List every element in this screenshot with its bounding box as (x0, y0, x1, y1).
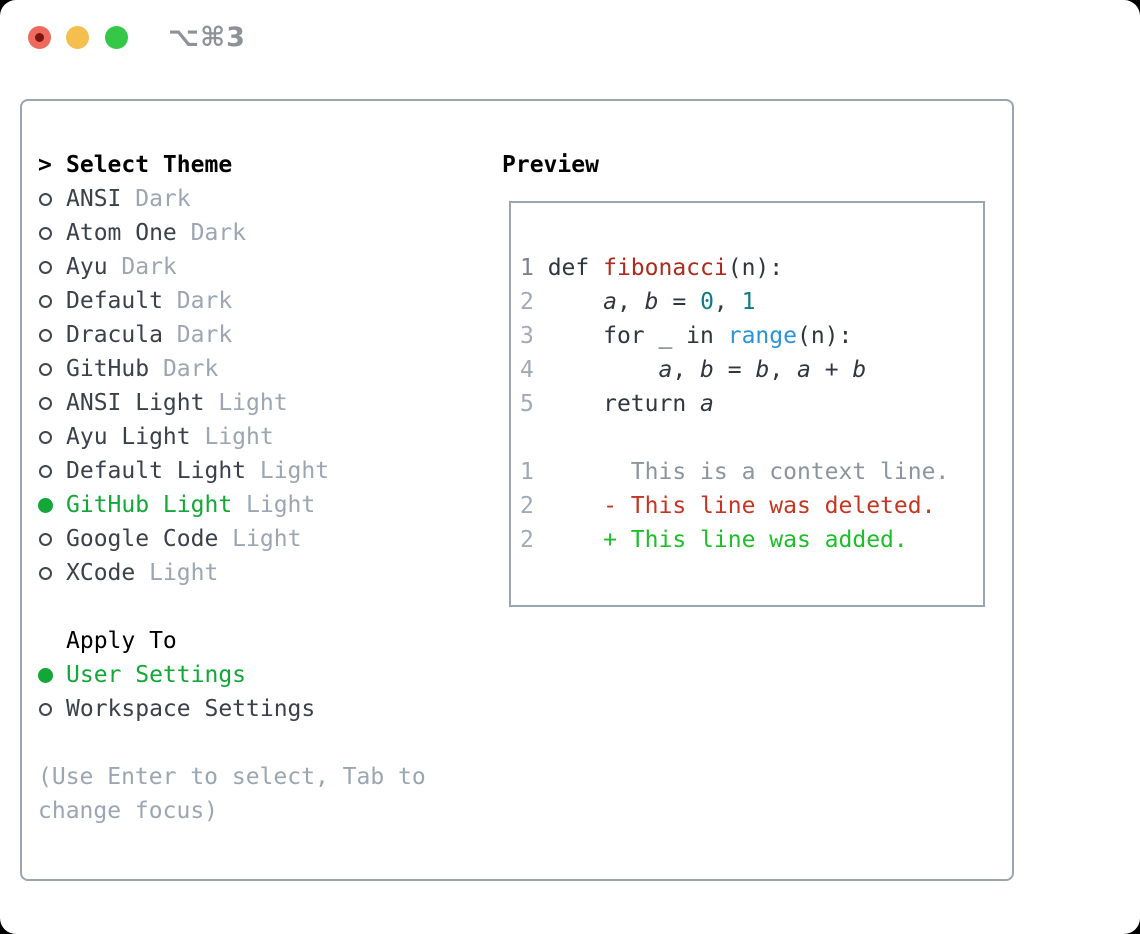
preview-code-line: 2 - This line was deleted. (520, 493, 936, 519)
theme-option[interactable]: Atom One Dark (38, 216, 488, 250)
spacer (38, 726, 488, 760)
theme-option[interactable]: Default Light Light (38, 454, 488, 488)
apply-to-option[interactable]: User Settings (38, 658, 488, 692)
apply-to-option[interactable]: Workspace Settings (38, 692, 488, 726)
theme-list-title: Select Theme (66, 152, 233, 178)
spacer (38, 590, 488, 624)
theme-option[interactable]: ANSI Light Light (38, 386, 488, 420)
apply-to-title: Apply To (66, 628, 177, 654)
window-titlebar: ⌥⌘3 (0, 0, 1140, 76)
selection-cursor-icon: > (38, 152, 52, 178)
option-label: GitHub Light (66, 492, 233, 518)
radio-unselected-icon (39, 192, 52, 206)
option-variant-label: Light (190, 424, 274, 450)
radio-unselected-icon (39, 464, 52, 478)
radio-unselected-icon (39, 702, 52, 716)
theme-list: > Select Theme ANSI Dark Atom One Dark Ay… (38, 148, 488, 828)
theme-picker-panel: > Select Theme ANSI Dark Atom One Dark Ay… (20, 99, 1014, 881)
preview-code-line: 4 a, b = b, a + b (520, 357, 867, 383)
option-variant-label: Light (246, 458, 330, 484)
option-variant-label: Dark (107, 254, 177, 280)
option-variant-label: Dark (176, 220, 247, 246)
option-label: Ayu (66, 254, 108, 280)
theme-list-header-row: > Select Theme (38, 148, 488, 182)
theme-option[interactable]: Dracula Dark (38, 318, 488, 352)
preview-code-line: 5 return a (520, 391, 714, 417)
unsaved-dot-icon (35, 33, 44, 42)
option-label: Google Code (66, 526, 219, 552)
radio-unselected-icon (39, 260, 52, 274)
option-variant-label: Light (135, 560, 219, 586)
radio-unselected-icon (39, 566, 52, 580)
radio-selected-icon (38, 667, 53, 683)
option-variant-label: Light (232, 492, 316, 518)
radio-unselected-icon (39, 328, 52, 342)
maximize-button[interactable] (105, 26, 128, 49)
theme-option-list: ANSI Dark Atom One Dark Ayu Dark Default… (38, 182, 488, 590)
option-label: Default (66, 288, 163, 314)
option-label: Atom One (66, 220, 177, 246)
option-label: Dracula (66, 322, 163, 348)
option-variant-label: Dark (162, 322, 233, 348)
apply-to-option-list: User Settings Workspace Settings (38, 658, 488, 726)
radio-unselected-icon (39, 294, 52, 308)
minimize-button[interactable] (66, 26, 89, 49)
theme-option[interactable]: Ayu Dark (38, 250, 488, 284)
preview-code-line: 3 for _ in range(n): (520, 323, 853, 349)
option-label: ANSI Light (66, 390, 205, 416)
option-label: Default Light (66, 458, 247, 484)
apply-to-header-row: Apply To (38, 624, 488, 658)
theme-option[interactable]: XCode Light (38, 556, 488, 590)
preview-box: 1 def fibonacci(n): 2 a, b = 0, 1 3 for _ … (509, 201, 985, 607)
option-label: Workspace Settings (66, 696, 316, 722)
radio-unselected-icon (39, 226, 52, 240)
theme-option[interactable]: Google Code Light (38, 522, 488, 556)
theme-option[interactable]: ANSI Dark (38, 182, 488, 216)
radio-selected-icon (38, 497, 53, 513)
preview-code: 1 def fibonacci(n): 2 a, b = 0, 1 3 for _ … (520, 251, 949, 557)
radio-unselected-icon (39, 396, 52, 410)
preview-code-line: 2 + This line was added. (520, 527, 908, 553)
theme-option[interactable]: Default Dark (38, 284, 488, 318)
option-variant-label: Light (204, 390, 288, 416)
preview-code-line: 2 a, b = 0, 1 (520, 289, 756, 315)
option-label: User Settings (66, 662, 247, 688)
preview-title: Preview (502, 152, 599, 178)
option-variant-label: Dark (149, 356, 219, 382)
option-label: ANSI (66, 186, 122, 212)
option-label: Ayu Light (66, 424, 191, 450)
preview-code-line (520, 421, 949, 455)
theme-option[interactable]: GitHub Dark (38, 352, 488, 386)
theme-option[interactable]: GitHub Light Light (38, 488, 488, 522)
hint-line-2: change focus) (38, 798, 219, 824)
hint-line-1: (Use Enter to select, Tab to (38, 764, 426, 790)
option-label: GitHub (66, 356, 150, 382)
option-variant-label: Light (218, 526, 302, 552)
radio-unselected-icon (39, 430, 52, 444)
window-title-shortcut: ⌥⌘3 (168, 22, 246, 53)
option-label: XCode (66, 560, 136, 586)
close-button[interactable] (28, 26, 51, 49)
option-variant-label: Dark (162, 288, 233, 314)
radio-unselected-icon (39, 362, 52, 376)
theme-option[interactable]: Ayu Light Light (38, 420, 488, 454)
preview-code-line: 1 def fibonacci(n): (520, 255, 784, 281)
radio-unselected-icon (39, 532, 52, 546)
option-variant-label: Dark (121, 186, 191, 212)
preview-code-line: 1 This is a context line. (520, 459, 950, 485)
